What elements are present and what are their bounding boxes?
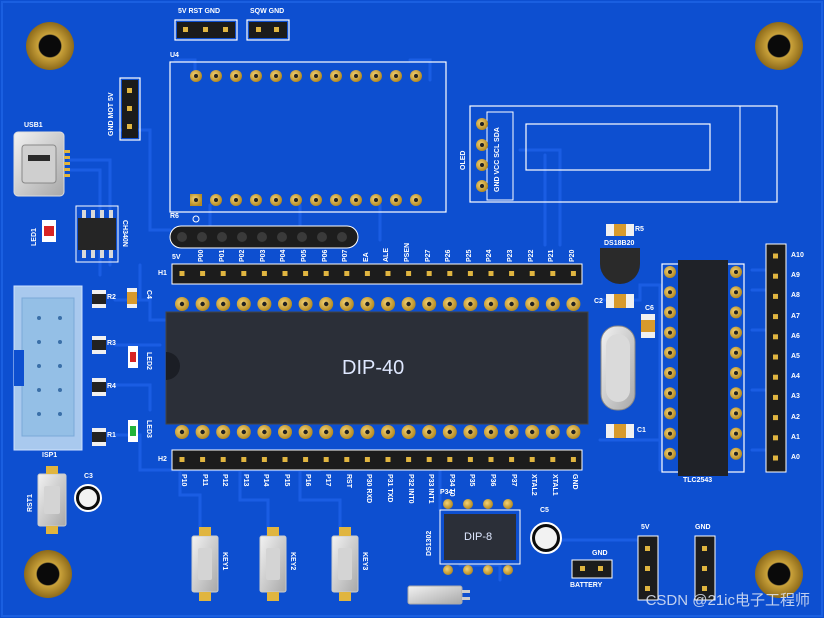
h1-pin-label: P06 <box>321 249 329 262</box>
c2-label: C2 <box>594 298 603 305</box>
isp-label: ISP1 <box>42 452 58 459</box>
top-header-left-label: 5V RST GND <box>178 8 221 15</box>
h1-pin-label: P21 <box>548 249 556 262</box>
oled-pins-label: GND VCC SCL SDA <box>494 127 501 192</box>
tlc2543-label: TLC2543 <box>683 477 713 484</box>
r2-label: R2 <box>107 294 116 301</box>
p34-label: P34 <box>440 489 453 496</box>
analog-pin-label: A9 <box>791 272 800 280</box>
r3-label: R3 <box>107 340 116 347</box>
h2-pin-label: P13 <box>241 474 249 487</box>
analog-pin-label: A8 <box>791 292 800 300</box>
analog-pin-label: A1 <box>791 433 800 441</box>
h2-pin-label: P35 <box>468 474 476 487</box>
r6-label: R6 <box>170 213 179 220</box>
h1-pin-label: P20 <box>568 249 576 262</box>
r4-label: R4 <box>107 383 116 390</box>
h2-pin-label: P16 <box>303 474 311 487</box>
key1-label: KEY1 <box>221 552 228 571</box>
mounting-holes <box>24 22 803 598</box>
h2-label: H2 <box>158 456 167 463</box>
h1-pin-label: P23 <box>507 249 514 262</box>
watermark: CSDN @21ic电子工程师 <box>645 592 810 609</box>
analog-pin-label: A3 <box>791 393 800 401</box>
left-power-label: GND MOT 5V <box>108 92 115 136</box>
dip8-chip: DIP-8 <box>464 531 493 543</box>
h1-pin-label: P27 <box>424 249 432 262</box>
top-header-right-label: SQW GND <box>250 8 285 15</box>
rst1-label: RST1 <box>27 494 34 512</box>
h2-pin-label: XTAL2 <box>530 474 538 496</box>
h2-pin-label: P36 <box>489 474 496 487</box>
h1-pin-label: P22 <box>527 249 535 262</box>
h2-pin-label: XTAL1 <box>550 474 558 496</box>
analog-pin-label: A5 <box>791 353 800 360</box>
h1-pin-label: P25 <box>465 249 473 262</box>
led2-label: LED2 <box>145 352 152 370</box>
analog-pin-label: A4 <box>791 373 800 381</box>
h2-pin-label: RST <box>344 474 352 488</box>
key2-label: KEY2 <box>289 552 296 571</box>
h1-pin-label: P04 <box>280 249 288 262</box>
battery-gnd-label: GND <box>592 550 608 557</box>
led1-label: LED1 <box>31 228 38 246</box>
header-gnd-label: GND <box>695 524 711 531</box>
analog-pin-label: A0 <box>791 454 800 461</box>
h1-5v-label: 5V <box>172 254 181 261</box>
key3-label: KEY3 <box>361 552 368 571</box>
usb-label: USB1 <box>24 122 43 129</box>
h1-pin-label: P26 <box>445 249 453 262</box>
ch340-label: CH340N <box>121 220 128 247</box>
led3-label: LED3 <box>145 420 152 438</box>
analog-pin-label: A10 <box>791 252 804 259</box>
ds1302-label: DS1302 <box>426 530 433 556</box>
h1-pin-label: P02 <box>239 249 247 262</box>
h2-pin-label: P37 <box>509 474 517 487</box>
h1-pin-label: P07 <box>342 249 350 262</box>
h2-pin-label: P10 <box>180 474 187 487</box>
c6-label: C6 <box>645 305 654 312</box>
analog-pin-label: A6 <box>791 332 800 340</box>
r5-label: R5 <box>635 226 644 233</box>
header-5v-label: 5V <box>641 524 650 531</box>
oled-label: OLED <box>460 150 467 170</box>
h1-pin-label: P01 <box>218 249 226 262</box>
dip40-chip: DIP-40 <box>342 357 405 379</box>
h2-pin-label: P30 RXD <box>365 474 373 504</box>
h2-pin-label: P33 INT1 <box>427 474 435 504</box>
ds18b20-label: DS18B20 <box>604 240 635 247</box>
h1-pin-label: P03 <box>259 249 267 262</box>
analog-pin-label: A7 <box>791 312 800 320</box>
h1-pin-label: EA <box>362 252 370 262</box>
c3-label: C3 <box>84 473 93 480</box>
c5-label: C5 <box>540 507 549 514</box>
analog-pin-label: A2 <box>791 413 800 421</box>
h2-pin-label: P17 <box>324 474 332 487</box>
c4-label: C4 <box>145 290 152 299</box>
h1-pin-label: P00 <box>198 249 205 262</box>
h2-pin-label: P31 TXD <box>386 474 393 503</box>
h2-pin-label: GND <box>571 474 579 490</box>
h1-label: H1 <box>158 270 167 277</box>
h1-pin-label: ALE <box>383 248 391 262</box>
h2-pin-label: P11 <box>200 474 208 487</box>
c1-label: C1 <box>637 427 646 434</box>
u4-label: U4 <box>170 52 179 59</box>
h1-pin-label: P24 <box>486 249 494 262</box>
h2-pin-label: P32 INT0 <box>406 474 414 504</box>
h2-pin-label: P15 <box>283 474 290 487</box>
h1-pin-label: PSEN <box>404 242 411 262</box>
h1-pin-label: P05 <box>301 249 308 262</box>
h2-pin-label: P14 <box>262 474 270 487</box>
r1-label: R1 <box>107 432 116 439</box>
h2-pin-label: P12 <box>221 474 229 487</box>
battery-label: BATTERY <box>570 582 603 589</box>
